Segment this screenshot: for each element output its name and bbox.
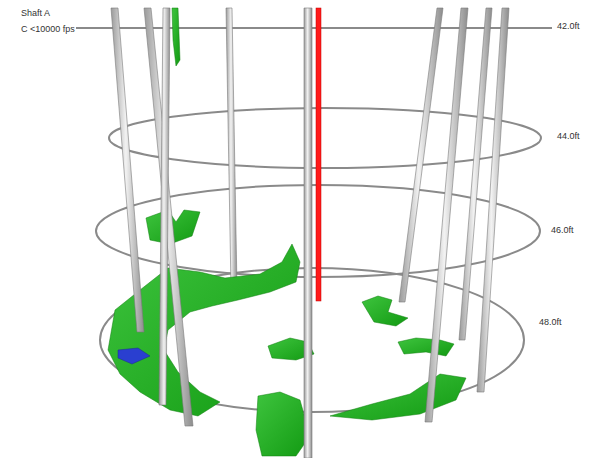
depth-label: 44.0ft (556, 132, 581, 142)
legend-note: C <10000 fps (20, 25, 76, 35)
very-low-velocity-zone (118, 348, 150, 364)
depth-label: 48.0ft (538, 318, 563, 328)
figure-title: Shaft A (20, 9, 51, 19)
selected-profile-marker (316, 8, 321, 301)
low-velocity-zone (108, 8, 466, 456)
depth-label: 42.0ft (556, 22, 581, 32)
access-tubes-front (111, 8, 509, 458)
depth-label: 46.0ft (550, 226, 575, 236)
